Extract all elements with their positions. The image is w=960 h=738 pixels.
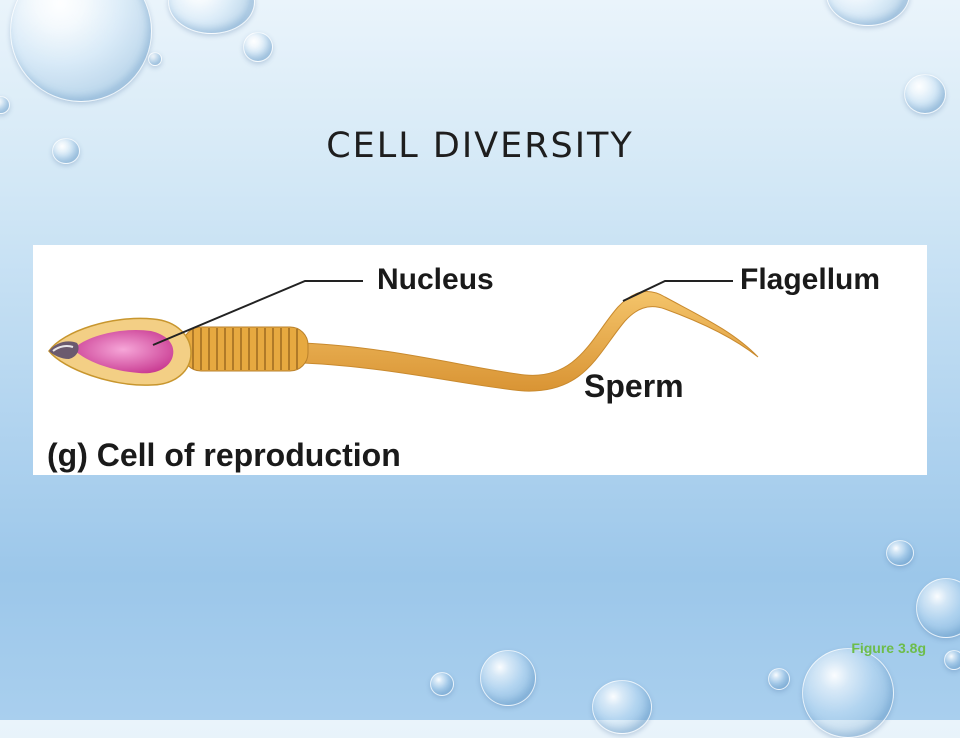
flagellum-label: Flagellum	[740, 263, 880, 296]
sperm-figure-panel: Nucleus Flagellum Sperm (g) Cell of repr…	[33, 245, 927, 475]
bubble	[148, 52, 162, 66]
slide-title: CELL DIVERSITY	[326, 126, 634, 166]
bubble	[802, 648, 894, 738]
nucleus-label: Nucleus	[377, 263, 494, 296]
bubble	[916, 578, 960, 638]
bubble	[243, 32, 273, 62]
nucleus-leader-line	[152, 280, 363, 346]
bubble	[592, 680, 652, 734]
bubble	[168, 0, 255, 34]
flagellum-shape	[302, 291, 759, 392]
figure-caption: (g) Cell of reproduction	[47, 437, 401, 473]
bubble	[944, 650, 960, 670]
figure-reference: Figure 3.8g	[851, 640, 926, 656]
bubble	[480, 650, 536, 706]
sperm-diagram: Nucleus Flagellum Sperm (g) Cell of repr…	[47, 263, 880, 473]
bubble	[10, 0, 152, 102]
sperm-head	[48, 317, 192, 386]
bubble	[0, 96, 10, 114]
bubble	[886, 540, 914, 566]
bubble	[768, 668, 790, 690]
cell-name-label: Sperm	[584, 368, 684, 404]
midpiece-shape	[182, 326, 309, 372]
bubble	[430, 672, 454, 696]
bubble	[904, 74, 946, 114]
bubble	[826, 0, 910, 26]
flagellum-leader-line	[622, 280, 733, 302]
